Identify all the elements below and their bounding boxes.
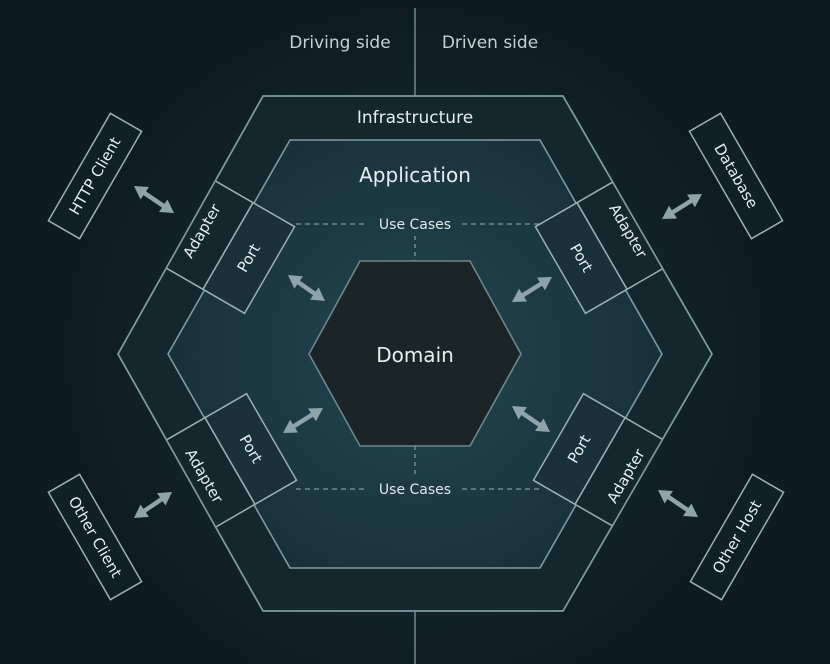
arrow-http-client xyxy=(134,186,174,213)
adapter-port-blocks: Adapter Port Adapter Port Adapter Port A… xyxy=(150,171,680,536)
arrow-port-bottom-left xyxy=(283,408,323,433)
other-client-box xyxy=(47,473,143,601)
port-box-bottom-left xyxy=(203,392,298,506)
connection-arrows xyxy=(134,186,702,518)
application-label: Application xyxy=(359,163,471,187)
port-box-bottom-right xyxy=(532,392,627,506)
arrow-port-top-right xyxy=(512,277,552,302)
driving-side-label: Driving side xyxy=(289,33,390,53)
port-box-top-right xyxy=(534,201,629,315)
adapter-port-bottom-left: Adapter Port xyxy=(152,392,298,536)
arrow-other-client xyxy=(134,492,172,518)
domain-label: Domain xyxy=(376,343,454,367)
port-box-top-left xyxy=(201,201,296,315)
arrow-database xyxy=(662,194,702,219)
database-box xyxy=(688,112,784,240)
arrow-port-top-left xyxy=(288,275,325,301)
http-client-box xyxy=(47,112,143,240)
domain-hexagon xyxy=(308,260,522,447)
driven-side-label: Driven side xyxy=(442,33,538,53)
other-host-box xyxy=(689,473,785,601)
infrastructure-label: Infrastructure xyxy=(357,108,473,128)
arrow-other-host xyxy=(658,490,698,517)
use-cases-top-label: Use Cases xyxy=(379,217,451,233)
use-cases-bottom-label: Use Cases xyxy=(379,482,451,498)
arrow-port-bottom-right xyxy=(512,406,550,432)
infrastructure-outline xyxy=(117,95,713,612)
